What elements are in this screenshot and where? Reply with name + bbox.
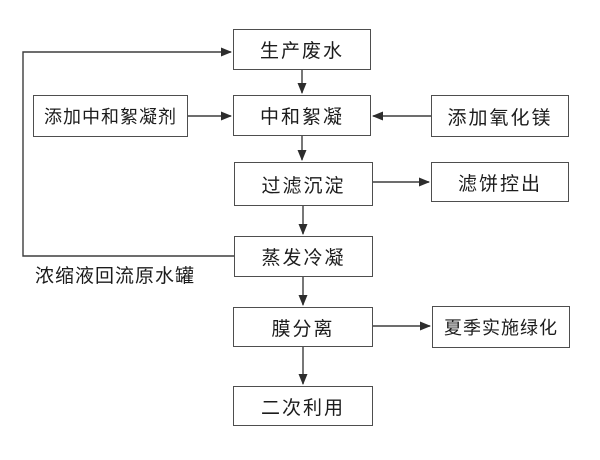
node-label: 过滤沉淀 [261, 174, 346, 197]
node-evaporation-condensation: 蒸发冷凝 [234, 236, 373, 277]
node-label: 添加中和絮凝剂 [44, 107, 177, 128]
node-label: 夏季实施绿化 [444, 318, 558, 339]
node-label: 中和絮凝 [259, 106, 344, 128]
connector-recycle-loop [22, 47, 234, 257]
node-membrane-separation: 膜分离 [233, 307, 373, 347]
node-label: 添加氧化镁 [447, 106, 553, 129]
recycle-loop-label: 浓缩液回流原水罐 [35, 265, 196, 287]
node-label: 二次利用 [260, 396, 345, 419]
node-label: 膜分离 [271, 317, 335, 340]
node-secondary-utilization: 二次利用 [233, 386, 373, 426]
node-label: 生产废水 [259, 40, 344, 62]
node-filter-cake-discharge: 滤饼控出 [431, 162, 569, 202]
node-add-magnesium-oxide: 添加氧化镁 [431, 95, 569, 137]
node-label: 蒸发冷凝 [261, 247, 346, 269]
node-production-wastewater: 生产废水 [233, 29, 371, 70]
node-label: 滤饼控出 [457, 172, 542, 195]
node-neutralization-flocculation: 中和絮凝 [233, 95, 371, 136]
node-summer-greening: 夏季实施绿化 [432, 306, 570, 348]
node-filtration-sedimentation: 过滤沉淀 [234, 162, 373, 206]
node-add-neutralizing-flocculant: 添加中和絮凝剂 [33, 95, 188, 137]
